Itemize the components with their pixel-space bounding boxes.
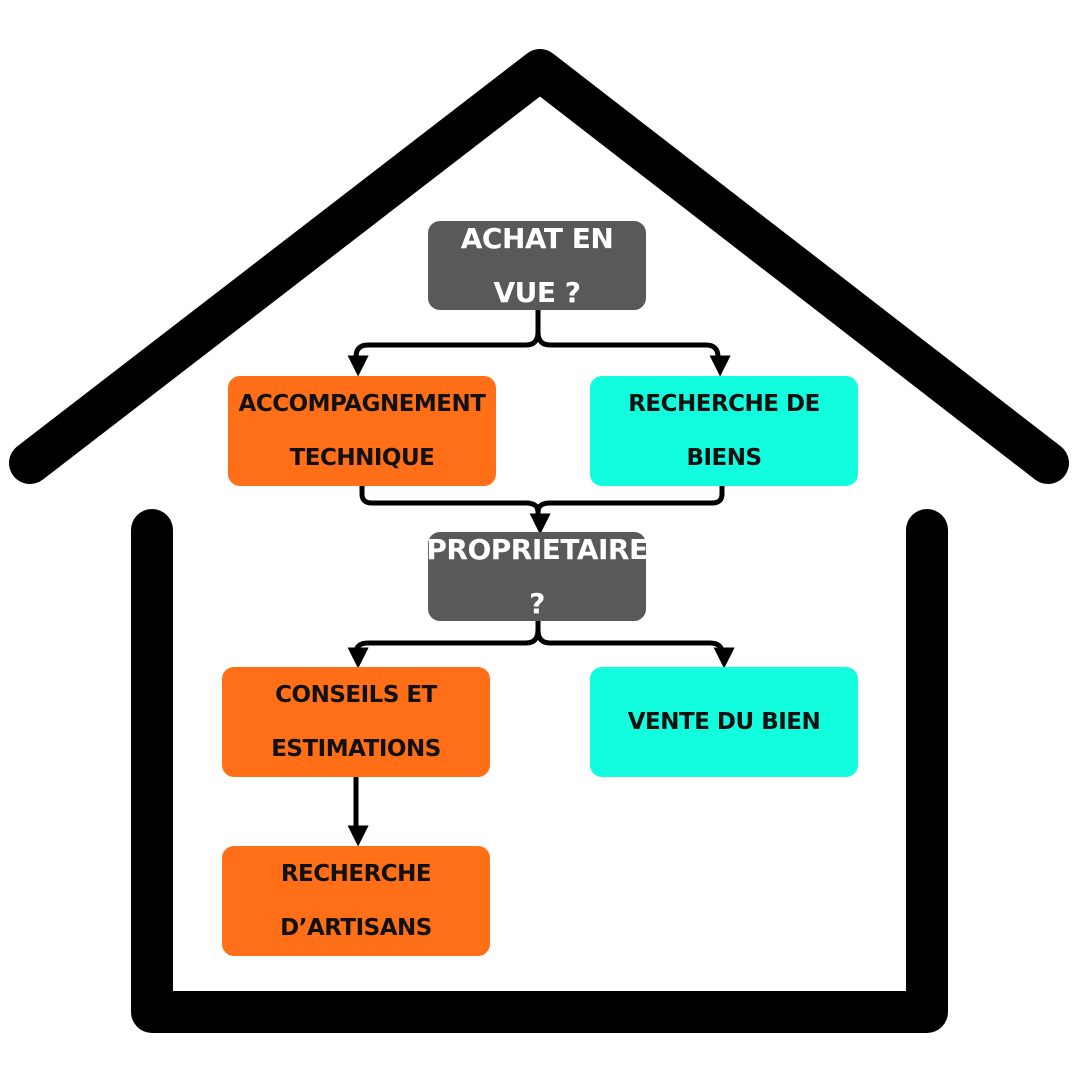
node-recherche-d-artisans: recherche d’artisans — [222, 846, 490, 956]
house-roof — [9, 49, 1069, 484]
question-node-achat-en-vue: ACHAT EN VUE ? — [428, 221, 646, 310]
node-accompagnement-technique: Accompagnement technique — [228, 376, 496, 486]
question-label-proprietaire: PROPRIETAIRE ? — [426, 532, 648, 620]
question-node-proprietaire: PROPRIETAIRE ? — [426, 532, 648, 621]
node-vente-du-bien: vente du bien — [590, 667, 858, 777]
label-recherche-de-biens: recherche de biens — [628, 391, 820, 471]
label-vente-du-bien: vente du bien — [627, 709, 821, 735]
label-conseils-et-estimations: conseils et estimations — [271, 682, 441, 762]
connector-proprietaire-to-vente — [535, 618, 735, 669]
question-label-achat-en-vue: ACHAT EN VUE ? — [460, 221, 614, 309]
house-walls — [131, 509, 948, 1033]
node-recherche-de-biens: recherche de biens — [590, 376, 858, 486]
connectors — [347, 307, 735, 847]
node-conseils-et-estimations: conseils et estimations — [222, 667, 490, 777]
connector-accompagnement-to-proprietaire — [359, 483, 551, 535]
connector-achat-to-recherche-biens — [535, 307, 731, 377]
connector-recherche-biens-to-proprietaire — [535, 483, 725, 515]
label-recherche-d-artisans: recherche d’artisans — [280, 861, 432, 941]
label-accompagnement-technique: Accompagnement technique — [238, 391, 486, 471]
